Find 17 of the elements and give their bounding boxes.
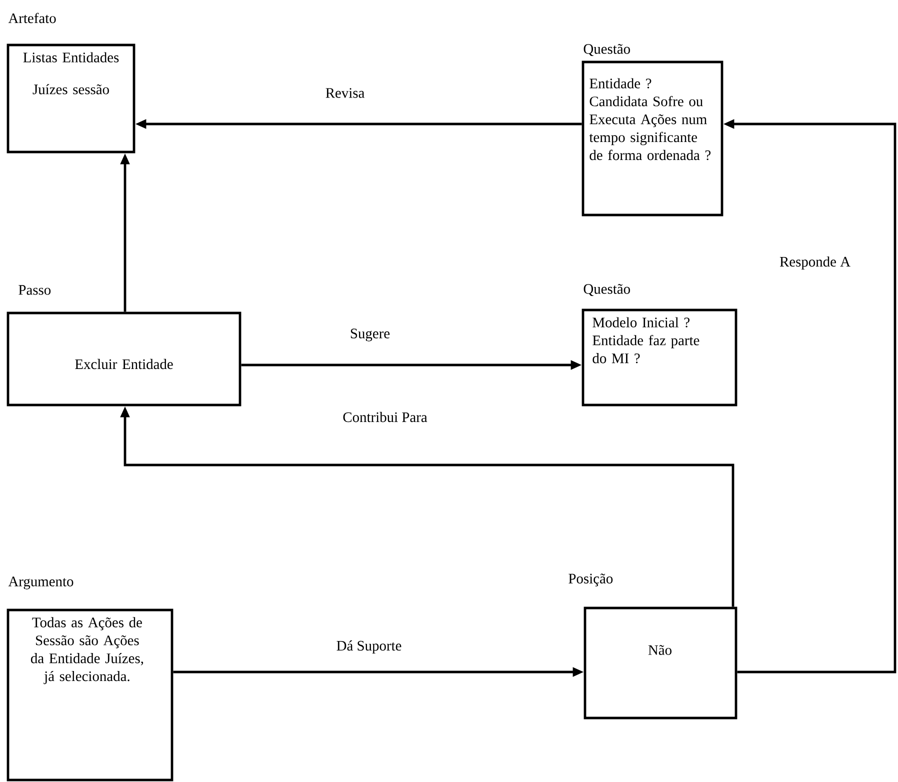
box-text: Listas Entidades Juízes sessão [23, 52, 119, 94]
box-text: Não [648, 645, 672, 655]
heading: Questão [584, 44, 630, 56]
heading: Questão [584, 284, 630, 296]
edge-label: Sugere [350, 328, 390, 342]
box-text: Todas as Ações de Sessão são Ações da Entidade Juízes, já selecionada. [30, 617, 144, 684]
heading: Artefato [8, 12, 56, 24]
box-text: Excluir Entidade [75, 358, 173, 370]
edge-label: Dá Suporte [336, 640, 402, 654]
box-text: Modelo Inicial ? Entidade faz parte do MI ? [592, 317, 700, 364]
edge-label: Responde A [780, 256, 850, 270]
heading: Passo [18, 285, 51, 295]
box-text: Entidade ? Candidata Sofre ou Executa Ações num tempo significante de forma ordenada ? [589, 78, 711, 160]
edge-label: Revisa [326, 88, 364, 98]
heading: Posição [568, 574, 613, 586]
heading: Argumento [8, 576, 74, 590]
edge-label: Contribui Para [343, 412, 428, 422]
